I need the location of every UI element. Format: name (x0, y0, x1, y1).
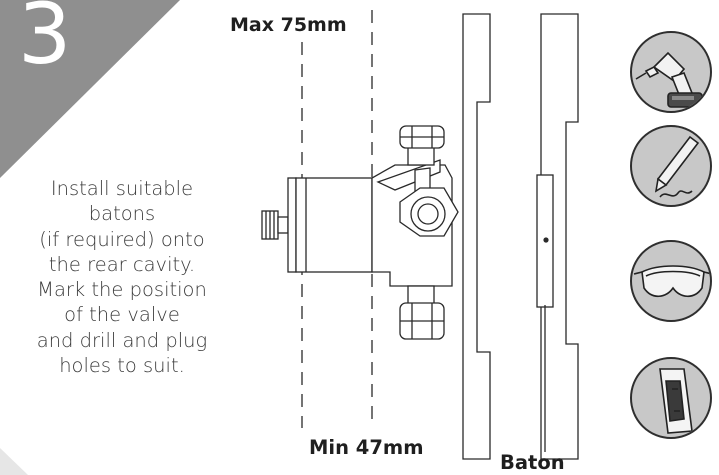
drill-icon (630, 31, 712, 113)
instruction-line: the rear cavity. (48, 252, 196, 276)
rear-panel (540, 13, 579, 460)
wall-panel (462, 13, 491, 460)
instruction-line: of the valve (64, 303, 180, 327)
instruction-line: holes to suit. (59, 354, 185, 378)
instruction-line: batons (88, 202, 156, 226)
spirit-level-icon (630, 357, 712, 439)
instruction-line: (if required) onto (39, 227, 205, 251)
valve-body (261, 125, 459, 340)
instruction-line: Install suitable (50, 177, 194, 200)
max-depth-label: Max 75mm (230, 14, 347, 36)
instruction-line: and drill and plug (36, 328, 208, 352)
instruction-text: Install suitable batons (if required) on… (6, 176, 238, 378)
step-number: 3 (18, 0, 72, 83)
step-banner (0, 0, 180, 475)
baton-fixing-point (543, 237, 549, 243)
min-depth-label: Min 47mm (309, 436, 424, 459)
instruction-line: Mark the position (37, 278, 207, 302)
safety-glasses-icon (630, 240, 712, 322)
pencil-icon (630, 125, 712, 207)
baton-label: Baton (500, 451, 565, 474)
